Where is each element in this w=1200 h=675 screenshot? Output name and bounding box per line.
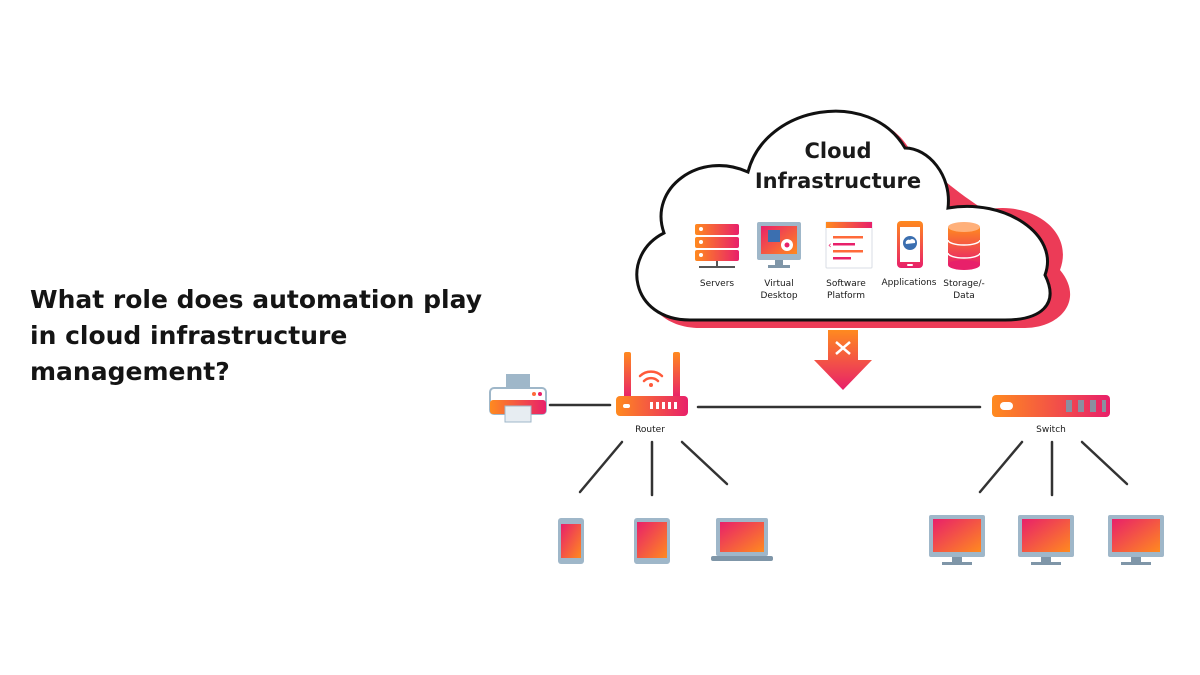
download-arrow-icon xyxy=(814,330,872,390)
storage-label-line2: Data xyxy=(953,291,975,301)
virtual-desktop-icon xyxy=(757,222,801,268)
storage-label-line1: Storage/- xyxy=(943,279,985,289)
software-platform-label-line1: Software xyxy=(826,279,866,289)
applications-icon xyxy=(897,221,923,268)
monitor-icon xyxy=(929,515,985,565)
page-title: What role does automation play in cloud … xyxy=(30,285,483,386)
software-platform-label-line2: Platform xyxy=(827,291,865,301)
monitor-icon xyxy=(1018,515,1074,565)
tablet-icon xyxy=(634,518,670,564)
smartphone-icon xyxy=(558,518,584,564)
applications-label: Applications xyxy=(882,278,937,288)
software-platform-icon: ‹ xyxy=(825,221,873,269)
cloud-shape xyxy=(635,109,1071,329)
svg-text:‹: ‹ xyxy=(828,241,832,251)
switch-label: Switch xyxy=(1036,425,1066,435)
printer-icon xyxy=(489,374,547,423)
switch-icon xyxy=(992,395,1110,417)
router-icon xyxy=(616,352,688,416)
virtual-desktop-label-line1: Virtual xyxy=(764,279,793,289)
servers-label: Servers xyxy=(700,279,735,289)
monitor-icon xyxy=(1108,515,1164,565)
cloud-title-line1: Cloud xyxy=(804,139,871,163)
servers-icon xyxy=(695,224,739,268)
storage-icon xyxy=(947,222,981,270)
router-label: Router xyxy=(635,425,665,435)
virtual-desktop-label-line2: Desktop xyxy=(760,291,797,301)
cloud-title-line2: Infrastructure xyxy=(755,169,921,193)
laptop-icon xyxy=(711,518,773,561)
connection-lines xyxy=(548,403,1129,497)
